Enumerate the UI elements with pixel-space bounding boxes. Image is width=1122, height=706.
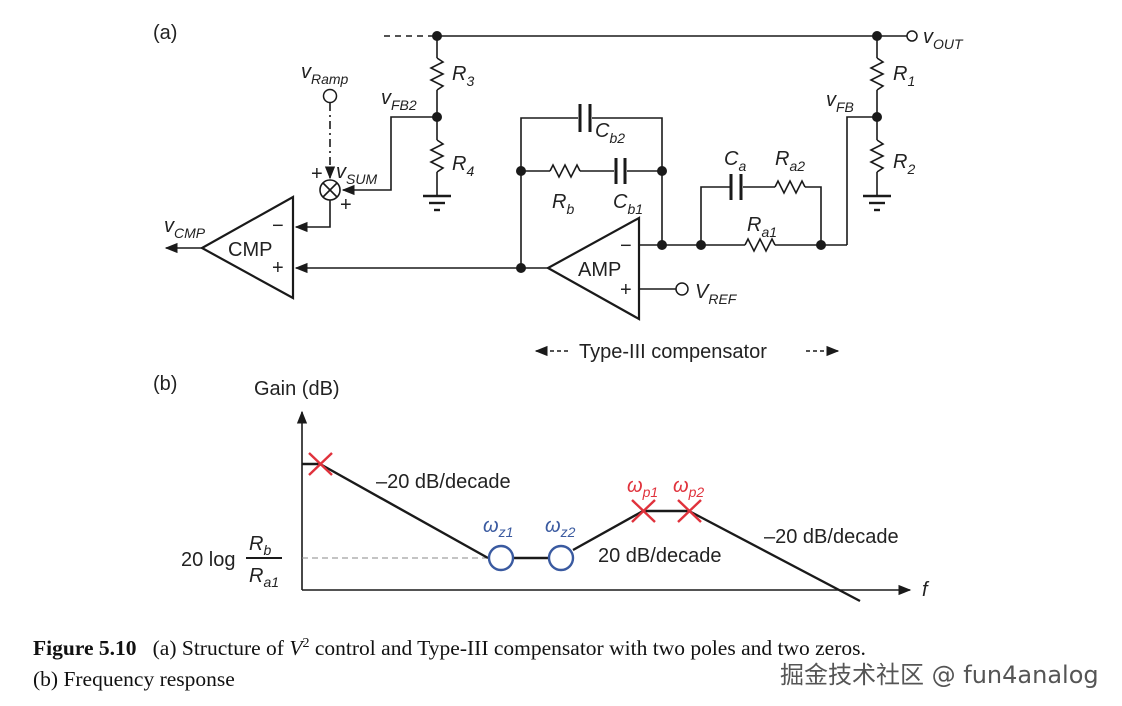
vfb2-label: vFB2 bbox=[381, 87, 417, 113]
amp-minus: − bbox=[620, 235, 632, 257]
zero-label-z2: ωz2 bbox=[545, 515, 576, 540]
ra2-label: Ra2 bbox=[775, 148, 805, 174]
amplifier bbox=[545, 216, 641, 321]
cb2-label: Cb2 bbox=[595, 120, 625, 146]
vsum-label: vSUM bbox=[336, 161, 377, 187]
figure-number: Figure 5.10 bbox=[33, 636, 137, 661]
compensator-label: Type-III compensator bbox=[579, 341, 767, 363]
type-iii-compensator: AMP − + Cb2 Rb Cb1 bbox=[516, 104, 847, 321]
r1-label: R1 bbox=[893, 63, 915, 89]
response-segment-neg-slope-1 bbox=[319, 462, 489, 560]
vramp-terminal bbox=[322, 88, 338, 104]
r2-label: R2 bbox=[893, 151, 915, 177]
vout-terminal bbox=[906, 30, 918, 42]
caption-b: (b) Frequency response bbox=[33, 667, 235, 692]
cmp-minus: − bbox=[272, 215, 284, 237]
panel-b-label: (b) bbox=[153, 373, 177, 395]
r4-label: R4 bbox=[452, 153, 474, 179]
figure-caption: Figure 5.10 (a) Structure of V2 control … bbox=[33, 628, 1113, 695]
panel-b: (b) Gain (dB) f 20 log Rb Ra1 bbox=[153, 373, 930, 603]
slope-label-last: –20 dB/decade bbox=[764, 526, 899, 548]
vfb2-wire bbox=[341, 116, 437, 196]
pole-label-p1: ωp1 bbox=[627, 475, 658, 500]
vsum-wire bbox=[294, 200, 331, 233]
r3-label: R3 bbox=[452, 63, 474, 89]
amp-plus: + bbox=[620, 279, 632, 301]
ra1-label: Ra1 bbox=[747, 214, 777, 240]
vref-terminal bbox=[675, 282, 689, 296]
zero-marker-z2 bbox=[547, 544, 575, 572]
ra1-resistor bbox=[744, 237, 776, 253]
slope-label-middle: 20 dB/decade bbox=[598, 545, 721, 567]
vramp-label: vRamp bbox=[301, 61, 349, 87]
vfb-wire bbox=[846, 116, 877, 245]
svg-text:Rb: Rb bbox=[249, 533, 271, 558]
junction-dot bbox=[657, 240, 667, 250]
pole-marker-origin bbox=[308, 452, 333, 476]
rb-resistor bbox=[549, 163, 581, 179]
ra2-resistor bbox=[774, 179, 806, 195]
pole-marker-p1 bbox=[631, 499, 656, 523]
svg-text:20 log: 20 log bbox=[181, 549, 236, 571]
r1-r2-divider: R1 R2 bbox=[863, 36, 915, 212]
pole-label-p2: ωp2 bbox=[673, 475, 704, 500]
x-axis-label: f bbox=[922, 579, 930, 601]
caption-v-symbol: V bbox=[289, 636, 303, 661]
ca-label: Ca bbox=[724, 148, 746, 174]
svg-text:Ra1: Ra1 bbox=[249, 565, 279, 590]
summer-plus-top: + bbox=[311, 163, 323, 185]
zero-label-z1: ωz1 bbox=[483, 515, 513, 540]
caption-a-suffix: control and Type-III compensator with tw… bbox=[309, 636, 866, 661]
summing-junction-icon bbox=[319, 179, 341, 201]
response-segment-neg-slope-2 bbox=[688, 509, 861, 603]
cmp-plus: + bbox=[272, 257, 284, 279]
vout-label: vOUT bbox=[923, 26, 964, 52]
comparator: CMP − + bbox=[199, 195, 295, 300]
caption-v-exponent: 2 bbox=[302, 636, 310, 651]
summer-plus-right: + bbox=[340, 194, 352, 216]
slope-label-first: –20 dB/decade bbox=[376, 471, 511, 493]
comparator-label: CMP bbox=[228, 239, 272, 261]
rb-label: Rb bbox=[552, 191, 574, 217]
r3-resistor bbox=[429, 57, 445, 91]
caption-a-prefix: (a) Structure of bbox=[152, 636, 290, 661]
r2-resistor bbox=[869, 139, 885, 173]
pole-marker-p2 bbox=[677, 499, 702, 523]
gain-level-label: 20 log Rb Ra1 bbox=[181, 533, 282, 590]
y-axis-label: Gain (dB) bbox=[254, 378, 340, 400]
amplifier-label: AMP bbox=[578, 259, 621, 281]
vfb-label: vFB bbox=[826, 89, 854, 115]
panel-a-label: (a) bbox=[153, 22, 177, 44]
vcmp-label: vCMP bbox=[164, 215, 206, 241]
response-segment-pos-slope bbox=[572, 509, 644, 552]
r3-r4-divider: R3 R4 bbox=[423, 36, 474, 212]
vref-label: VREF bbox=[695, 281, 738, 307]
r4-resistor bbox=[429, 139, 445, 173]
cb1-label: Cb1 bbox=[613, 191, 643, 217]
panel-a: (a) vOUT R3 R4 vFB2 vRamp bbox=[153, 22, 964, 363]
watermark: 掘金技术社区 @ fun4analog bbox=[780, 661, 1099, 689]
r1-resistor bbox=[869, 57, 885, 91]
zero-marker-z1 bbox=[487, 544, 515, 572]
